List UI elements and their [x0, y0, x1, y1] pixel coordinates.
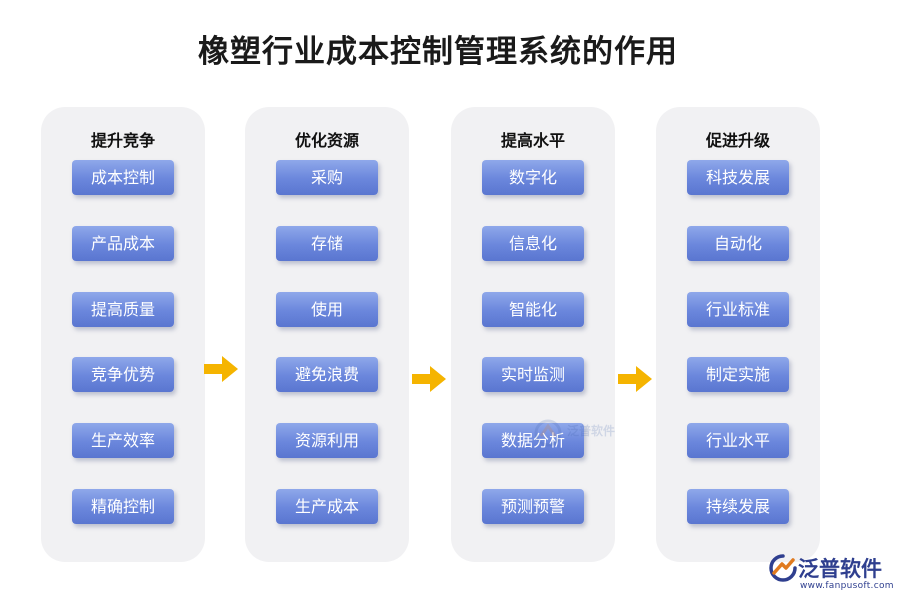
right-arrow-icon [204, 356, 238, 382]
item-box: 使用 [276, 292, 378, 327]
item-box: 生产效率 [72, 423, 174, 458]
item-box: 提高质量 [72, 292, 174, 327]
item-box: 制定实施 [687, 357, 789, 392]
item-box: 智能化 [482, 292, 584, 327]
item-box: 采购 [276, 160, 378, 195]
brand-name: 泛普软件 [798, 557, 882, 581]
brand-logo-icon [769, 554, 797, 582]
item-box: 行业水平 [687, 423, 789, 458]
item-box: 精确控制 [72, 489, 174, 524]
item-box: 存储 [276, 226, 378, 261]
column-tigao-shuiping: 提高水平 数字化 信息化 智能化 实时监测 数据分析 预测预警 [451, 107, 615, 562]
column-title: 提升竞争 [90, 131, 155, 150]
brand-logo: 泛普软件 www.fanpusoft.com [768, 551, 896, 597]
item-box: 生产成本 [276, 489, 378, 524]
item-box: 数字化 [482, 160, 584, 195]
item-box: 数据分析 [482, 423, 584, 458]
item-box: 行业标准 [687, 292, 789, 327]
item-box: 竞争优势 [72, 357, 174, 392]
item-box: 避免浪费 [276, 357, 378, 392]
item-box: 产品成本 [72, 226, 174, 261]
item-box: 持续发展 [687, 489, 789, 524]
column-title: 促进升级 [705, 131, 770, 150]
item-box: 自动化 [687, 226, 789, 261]
page-title: 橡塑行业成本控制管理系统的作用 [198, 34, 678, 70]
right-arrow-icon [618, 366, 652, 392]
right-arrow-icon [412, 366, 446, 392]
column-youhua-ziyuan: 优化资源 采购 存储 使用 避免浪费 资源利用 生产成本 [245, 107, 409, 562]
item-box: 实时监测 [482, 357, 584, 392]
item-box: 预测预警 [482, 489, 584, 524]
item-box: 科技发展 [687, 160, 789, 195]
brand-url: www.fanpusoft.com [800, 581, 894, 591]
item-box: 成本控制 [72, 160, 174, 195]
column-title: 优化资源 [294, 131, 359, 150]
column-title: 提高水平 [500, 131, 565, 150]
column-cujin-shengji: 促进升级 科技发展 自动化 行业标准 制定实施 行业水平 持续发展 [656, 107, 820, 562]
item-box: 信息化 [482, 226, 584, 261]
column-tisheng-jingzheng: 提升竞争 成本控制 产品成本 提高质量 竞争优势 生产效率 精确控制 [41, 107, 205, 562]
item-box: 资源利用 [276, 423, 378, 458]
